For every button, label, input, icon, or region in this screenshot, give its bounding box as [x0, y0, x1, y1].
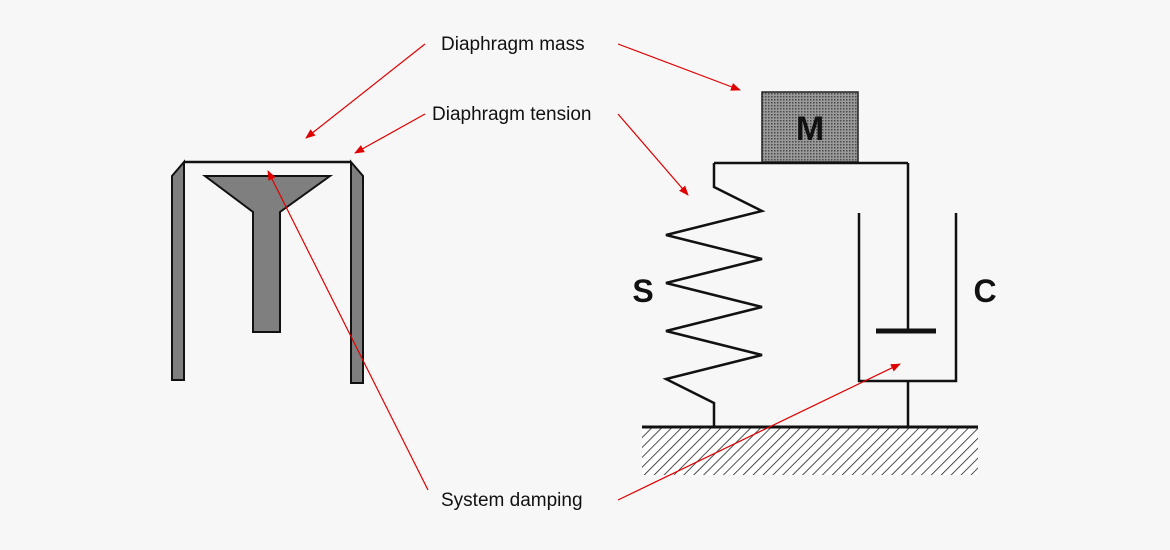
damping-arrow-left — [267, 170, 429, 491]
damping-arrow-right — [617, 363, 901, 501]
mass-block — [761, 91, 859, 163]
mass-arrow-left — [305, 43, 426, 139]
mass-spring-damper-model: M S C — [632, 91, 997, 475]
cone-and-voice-coil — [202, 175, 334, 333]
left-frame-wall — [171, 159, 185, 381]
ground-hatch — [642, 427, 978, 475]
mass-symbol: M — [796, 110, 824, 148]
spring-symbol: S — [632, 273, 653, 309]
tension-arrow-right — [617, 113, 689, 196]
callout-arrows — [267, 43, 901, 501]
diaphragm-mass-label: Diaphragm mass — [441, 34, 585, 55]
right-frame-wall — [350, 159, 364, 384]
spring — [662, 163, 766, 427]
diaphragm-tension-label: Diaphragm tension — [432, 104, 591, 125]
mass-arrow-right — [617, 43, 741, 91]
tension-arrow-left — [354, 113, 426, 154]
system-damping-label: System damping — [441, 490, 583, 511]
damper-symbol: C — [973, 273, 996, 309]
speaker-diaphragm-drawing — [171, 159, 364, 384]
